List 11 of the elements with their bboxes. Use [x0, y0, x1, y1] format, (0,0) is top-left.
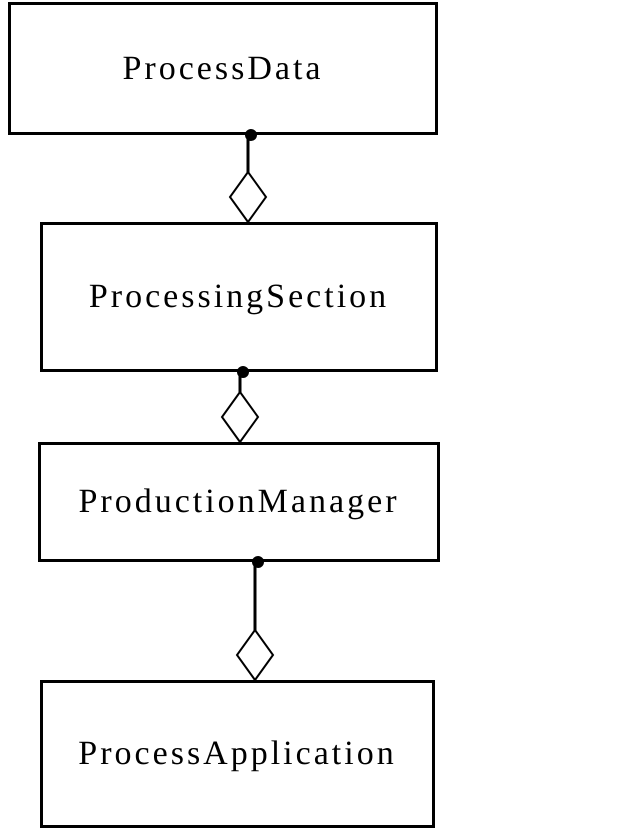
aggregation-connector — [229, 129, 267, 223]
class-name: ProductionManager — [78, 483, 400, 521]
class-name: ProcessData — [122, 50, 324, 88]
class-box — [40, 222, 438, 372]
class-name: ProcessingSection — [88, 278, 390, 316]
class-box — [8, 2, 438, 135]
class-name: ProcessApplication — [78, 735, 397, 773]
aggregation-connector — [221, 366, 259, 443]
aggregation-connector — [236, 556, 274, 681]
class-box — [40, 680, 435, 828]
class-box — [38, 442, 440, 562]
